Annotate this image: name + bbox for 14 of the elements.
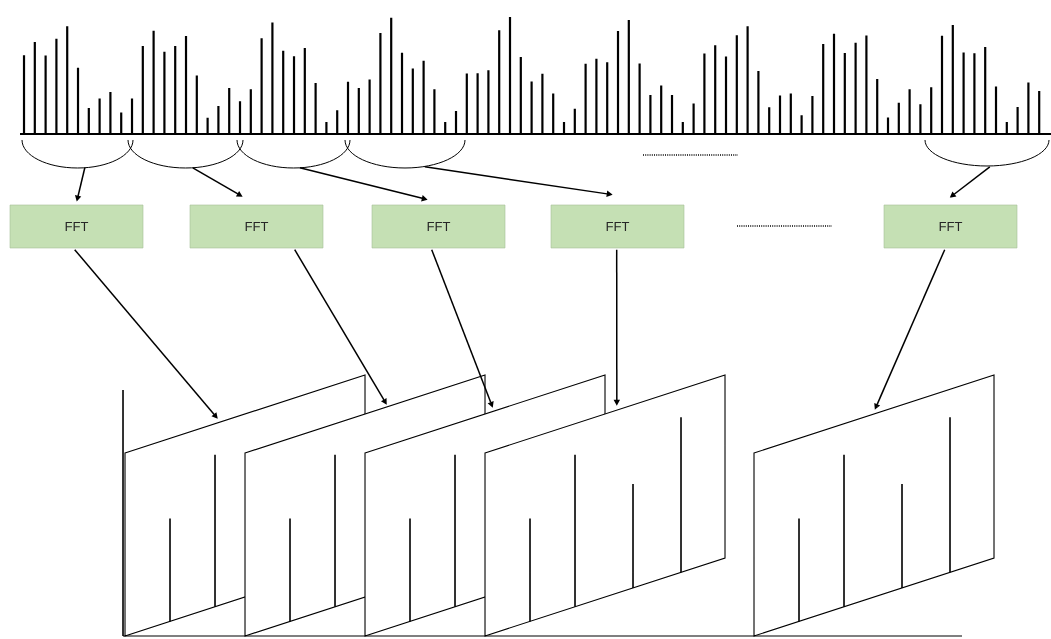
process-box: FFT xyxy=(9,204,144,249)
arrow xyxy=(293,248,387,405)
spectrum-panel xyxy=(753,374,995,637)
process-box: FFT xyxy=(883,204,1018,249)
window-arc xyxy=(344,139,466,169)
arrow xyxy=(73,248,218,419)
window-arc xyxy=(21,139,134,169)
window-arc xyxy=(127,139,244,169)
spectrum-panel xyxy=(484,374,726,637)
window-arc xyxy=(924,139,1050,167)
window-arc xyxy=(236,139,351,169)
process-box: FFT xyxy=(371,204,506,249)
process-box: FFT xyxy=(550,204,685,249)
process-box: FFT xyxy=(189,204,324,249)
